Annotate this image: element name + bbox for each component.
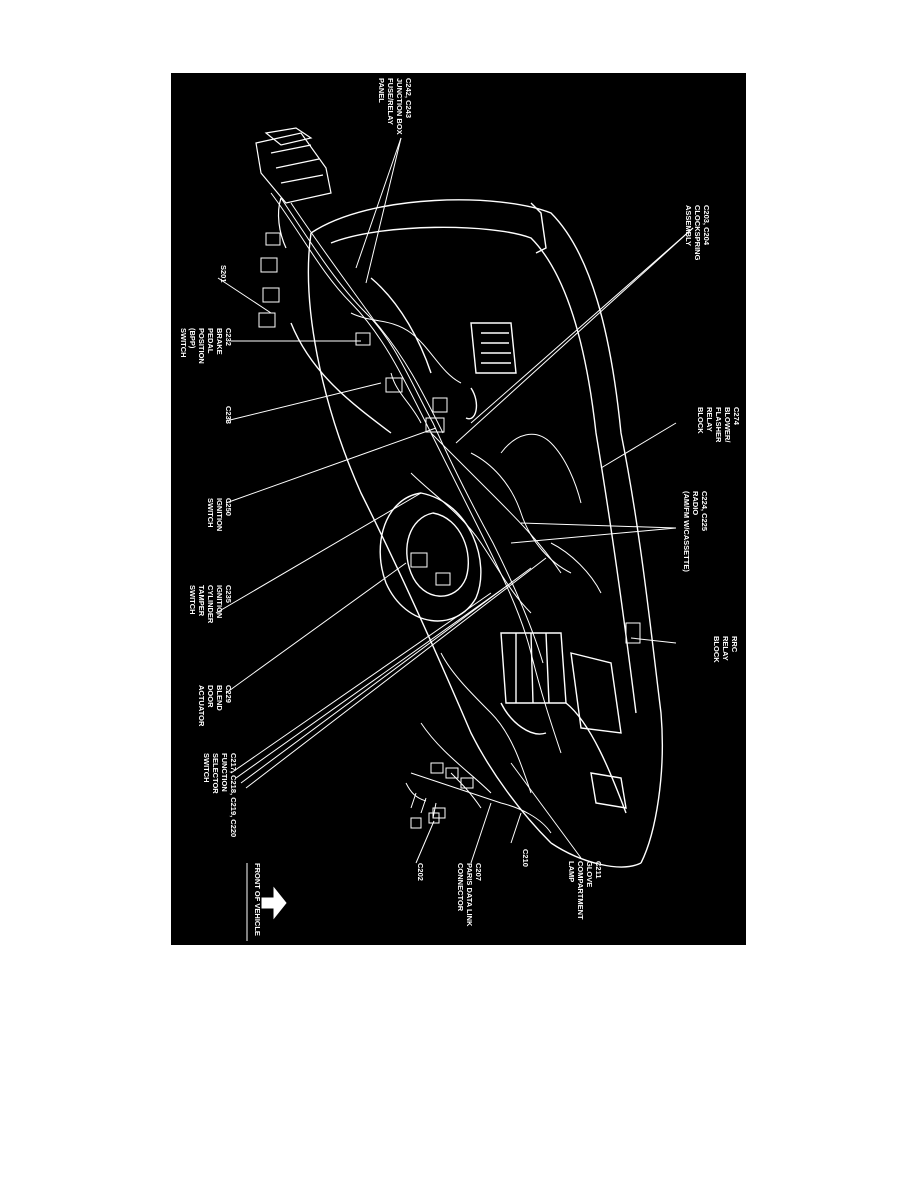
label-c250-line2: IGNITION (215, 498, 224, 531)
label-c207-line2: PARIS DATA LINK (465, 863, 474, 927)
label-s201: S201 (219, 265, 228, 283)
label-c203-line3: ASSEMBLY (684, 205, 693, 246)
connector-blocks-bottom (405, 782, 440, 829)
label-c207: C207 (474, 863, 483, 881)
wiring-diagram: C242, C243 JUNCTION BOX FUSE/RELAY PANEL… (171, 73, 746, 945)
label-c229: C229 (224, 685, 233, 703)
label-c232-line2: BRAKE (215, 328, 224, 355)
label-rrc-line3: BLOCK (712, 636, 721, 663)
label-rrc: RRC (730, 636, 739, 653)
label-c242-line4: PANEL (377, 78, 386, 103)
label-c232-line4: POSITION (197, 328, 206, 364)
label-c224: C224, C225 (700, 491, 709, 531)
label-c235-line3: CYLINDER (206, 585, 215, 624)
wire-harness (270, 192, 602, 834)
label-c232: C232 (224, 328, 233, 346)
label-c242: C242, C243 (404, 78, 413, 118)
label-c274: C274 (732, 407, 741, 426)
label-c202: C202 (416, 863, 425, 881)
leader-lines (215, 137, 694, 864)
label-c242-line3: FUSE/RELAY (386, 78, 395, 125)
label-c217-line3: SELECTOR (211, 753, 220, 794)
label-c211: C211 (594, 861, 603, 879)
label-c229-line4: ACTUATOR (197, 685, 206, 727)
label-c217-line2: FUNCTION (220, 753, 229, 792)
label-c229-line2: BLEND (215, 685, 224, 711)
label-c224-line3: (AM/FM W/CASSETTE) (682, 491, 691, 572)
label-c274-line4: RELAY (705, 407, 714, 432)
junction-box-fuse-panel (255, 127, 332, 249)
label-c250-line3: SWITCH (206, 498, 215, 528)
label-c235: C235 (224, 585, 233, 603)
label-c229-line3: DOOR (206, 685, 215, 708)
label-c210: C210 (521, 849, 530, 867)
label-c211-line2: GLOVE (585, 861, 594, 887)
label-c242-line2: JUNCTION BOX (395, 78, 404, 135)
label-c217-line4: SWITCH (202, 753, 211, 783)
label-c274-line2: BLOWER/ (723, 407, 732, 443)
label-c211-line4: LAMP (567, 861, 576, 882)
label-c274-line5: BLOCK (696, 407, 705, 434)
label-c224-line2: RADIO (691, 491, 700, 515)
front-of-vehicle-indicator: FRONT OF VEHICLE (246, 863, 287, 941)
connector-blocks-left (258, 232, 641, 819)
dashboard-harness-drawing: C242, C243 JUNCTION BOX FUSE/RELAY PANEL… (179, 78, 741, 941)
label-rrc-line2: RELAY (721, 636, 730, 661)
label-front-of-vehicle: FRONT OF VEHICLE (253, 863, 262, 936)
label-c235-line2: IGNITION (215, 585, 224, 618)
dashboard-outline (290, 199, 663, 868)
label-c274-line3: FLASHER (714, 407, 723, 443)
label-c217: C217, C218, C219, C220 (229, 753, 238, 837)
label-c211-line3: COMPARTMENT (576, 861, 585, 920)
label-c235-line5: SWITCH (188, 585, 197, 615)
label-c233: C233 (224, 406, 233, 424)
label-c203: C203, C204 (702, 205, 711, 246)
label-c232-line3: PEDAL (206, 328, 215, 354)
label-c232-line5: (BPP) (188, 328, 197, 349)
label-c207-line3: CONNECTOR (456, 863, 465, 912)
label-c235-line4: TAMPER (197, 585, 206, 617)
label-c232-line6: SWITCH (179, 328, 188, 358)
front-arrow-icon (261, 886, 287, 920)
label-c203-line2: CLOCKSPRING (693, 205, 702, 261)
label-c250: C250 (224, 498, 233, 516)
callout-labels: C242, C243 JUNCTION BOX FUSE/RELAY PANEL… (179, 78, 741, 927)
